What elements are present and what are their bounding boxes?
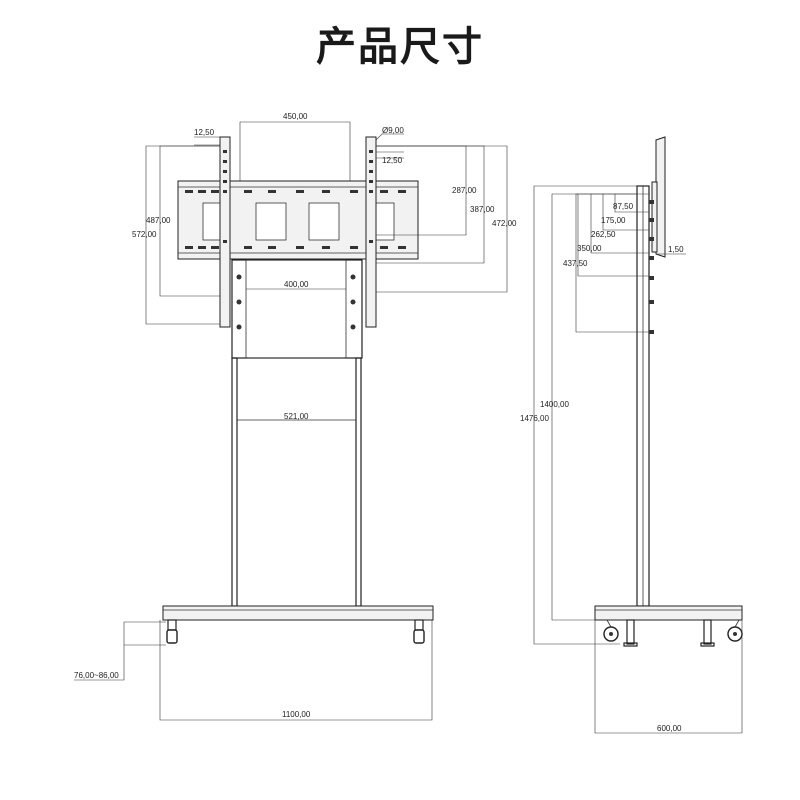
right-column — [355, 357, 362, 607]
dim-387: 387,00 — [470, 205, 495, 214]
front-view: 450,00 12,50 Ø9,00 12,50 287,00 387,00 4… — [74, 112, 517, 721]
dim-350: 350,00 — [577, 244, 602, 253]
dim-487: 487,00 — [146, 216, 171, 225]
dim-12-50-right: 12,50 — [382, 156, 403, 165]
side-caster-right — [727, 619, 743, 642]
front-caster-right — [413, 619, 425, 644]
page-title: 产品尺寸 — [316, 24, 484, 70]
plate-slots — [185, 190, 406, 249]
right-hanging-arm — [365, 136, 377, 328]
column-mount-plate — [231, 259, 363, 359]
dim-175: 175,00 — [601, 216, 626, 225]
side-base — [594, 605, 743, 621]
dim-hole-9: Ø9,00 — [382, 126, 404, 135]
dim-12-50-left: 12,50 — [194, 128, 215, 137]
dim-287: 287,00 — [452, 186, 477, 195]
left-column — [231, 357, 238, 607]
dim-472: 472,00 — [492, 219, 517, 228]
dim-1-50: 1,50 — [668, 245, 684, 254]
dim-87-50: 87,50 — [613, 202, 634, 211]
dim-572: 572,00 — [132, 230, 157, 239]
dim-437-50: 437,50 — [563, 259, 588, 268]
left-hanging-arm — [219, 136, 231, 328]
plate-window — [255, 202, 287, 241]
front-caster-left — [166, 619, 178, 644]
side-caster-left — [603, 619, 619, 642]
front-base — [162, 605, 434, 621]
dim-1476: 1476,00 — [520, 414, 549, 423]
dim-450: 450,00 — [283, 112, 308, 121]
dim-76-86: 76,00~86,00 — [74, 671, 119, 680]
dim-1100: 1100,00 — [282, 710, 311, 719]
dim-600: 600,00 — [657, 724, 682, 733]
side-view: 87,50 175,00 262,50 350,00 437,50 1,50 1… — [520, 136, 743, 734]
dim-1400: 1400,00 — [540, 400, 569, 409]
dim-521: 521,00 — [284, 412, 309, 421]
dim-262-50: 262,50 — [591, 230, 616, 239]
dim-400: 400,00 — [284, 280, 309, 289]
plate-window — [308, 202, 340, 241]
